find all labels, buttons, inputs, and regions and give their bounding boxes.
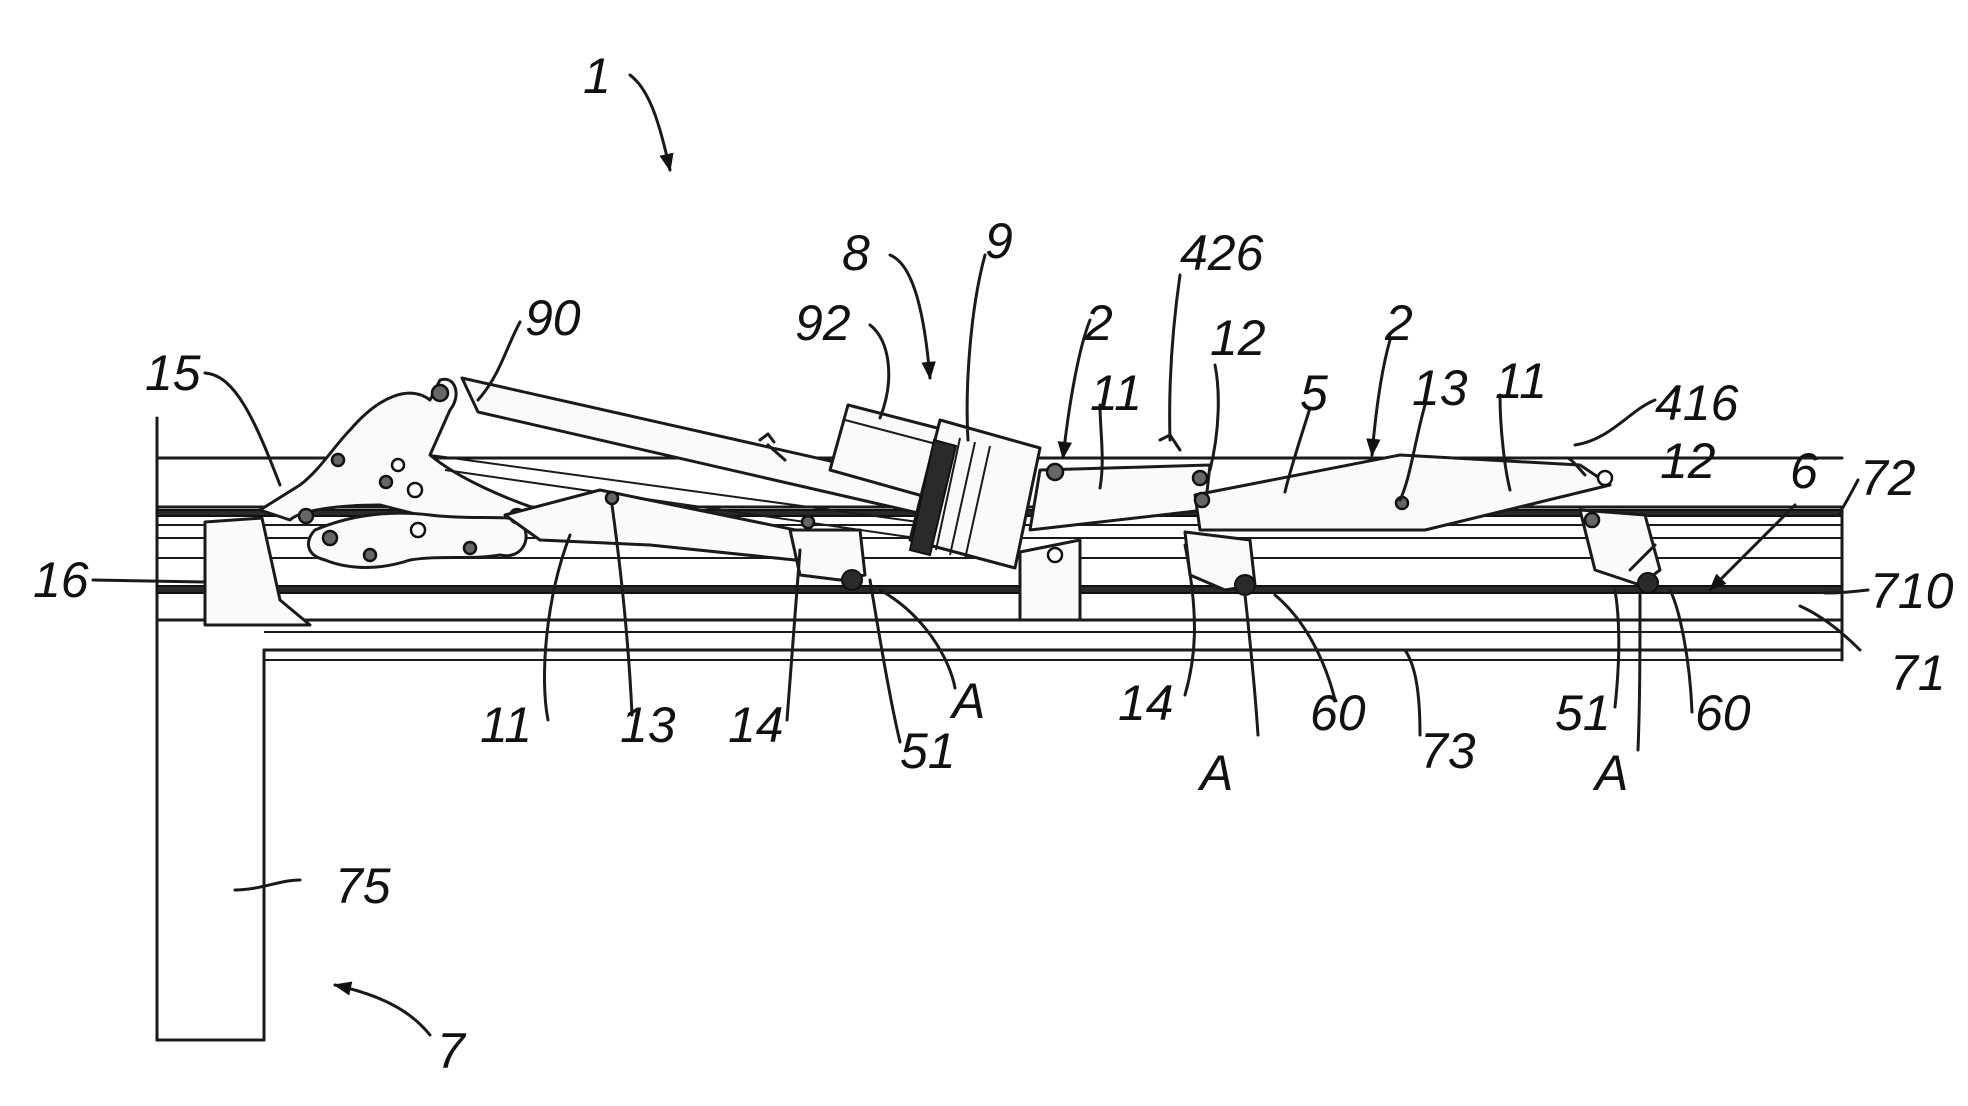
carriage-51-right bbox=[1580, 510, 1660, 593]
ref-710: 710 bbox=[1870, 563, 1954, 619]
ref-12-b: 12 bbox=[1660, 433, 1716, 489]
ref-14-a: 14 bbox=[728, 697, 784, 753]
ref-16: 16 bbox=[33, 552, 89, 608]
ref-8: 8 bbox=[842, 225, 870, 281]
ref-75: 75 bbox=[335, 858, 391, 914]
ref-51-a: 51 bbox=[900, 723, 956, 779]
ref-11-a: 11 bbox=[1090, 365, 1142, 421]
ref-426: 426 bbox=[1180, 225, 1264, 281]
ref-60-b: 60 bbox=[1695, 685, 1751, 741]
ref-11-c: 11 bbox=[480, 697, 532, 753]
ref-2-right: 2 bbox=[1384, 295, 1413, 351]
ref-1: 1 bbox=[583, 48, 611, 104]
ref-6: 6 bbox=[1790, 443, 1818, 499]
ref-15: 15 bbox=[145, 345, 201, 401]
mounting-bracket-16 bbox=[205, 518, 310, 625]
ref-416: 416 bbox=[1655, 375, 1739, 431]
ref-14-b: 14 bbox=[1118, 675, 1174, 731]
ref-13-a: 13 bbox=[1412, 360, 1468, 416]
ref-92: 92 bbox=[795, 295, 851, 351]
ref-5: 5 bbox=[1300, 365, 1328, 421]
ref-51-b: 51 bbox=[1555, 685, 1611, 741]
ref-A-3: A bbox=[1592, 745, 1628, 801]
ref-2-left: 2 bbox=[1084, 295, 1113, 351]
center-bracket bbox=[1020, 540, 1080, 620]
ref-71: 71 bbox=[1890, 645, 1946, 701]
ref-72: 72 bbox=[1860, 450, 1916, 506]
ref-90: 90 bbox=[525, 290, 581, 346]
ref-13-b: 13 bbox=[620, 697, 676, 753]
ref-11-b: 11 bbox=[1495, 353, 1547, 409]
ref-12-a: 12 bbox=[1210, 310, 1266, 366]
ref-7: 7 bbox=[437, 1023, 467, 1079]
ref-60-a: 60 bbox=[1310, 685, 1366, 741]
ref-9: 9 bbox=[985, 213, 1013, 269]
ref-A-1: A bbox=[949, 673, 985, 729]
ref-A-2: A bbox=[1197, 745, 1233, 801]
ref-73: 73 bbox=[1420, 723, 1476, 779]
